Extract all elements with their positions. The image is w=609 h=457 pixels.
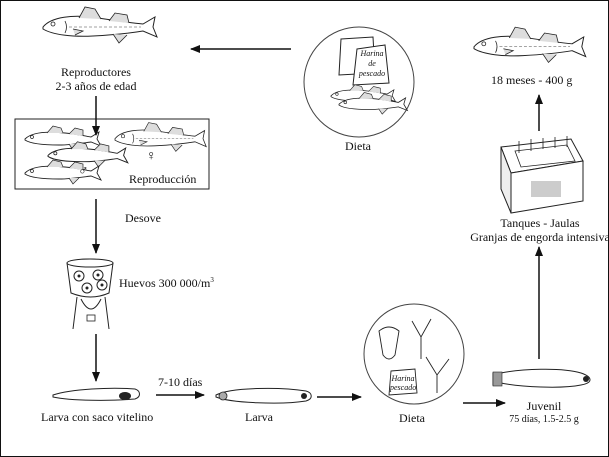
male-symbol: ♂: [78, 164, 89, 179]
bag-line-2: de: [368, 59, 376, 68]
diet-plankton-icon: [363, 303, 465, 405]
market-fish-icon: [473, 26, 587, 63]
bag-line-1: Harina: [360, 49, 384, 58]
juvenile-details: 75 días, 1.5-2.5 g: [509, 414, 579, 425]
days-label: 7-10 días: [158, 375, 203, 389]
tanks-subtitle: Granjas de engorda intensiva: [470, 230, 609, 244]
juvenile-title: Juvenil: [526, 399, 562, 413]
larva-label: Larva: [245, 410, 273, 424]
incubator-tank-icon: [66, 258, 114, 330]
adult-diet-bag-text: Harina de pescado: [357, 49, 387, 79]
bag-line-2: pescado: [390, 383, 417, 392]
larva-icon: [215, 387, 312, 404]
bag-line-1: Harina: [391, 374, 415, 383]
juvenile-label: Juvenil 75 días, 1.5-2.5 g: [489, 399, 599, 427]
diet-fishmeal-icon: [303, 26, 415, 138]
juvenile-fish-icon: [492, 368, 591, 388]
female-symbol: ♀: [146, 149, 157, 164]
eggs-unit-superscript: 3: [210, 276, 214, 284]
broodstock-age: 2-3 años de edad: [55, 79, 137, 93]
market-label: 18 meses - 400 g: [491, 73, 573, 87]
broodstock-title: Reproductores: [61, 65, 131, 79]
yolk-larva-label: Larva con saco vitelino: [41, 410, 154, 424]
broodstock-label: Reproductores 2-3 años de edad: [41, 65, 151, 93]
tanks-title: Tanques - Jaulas: [500, 216, 580, 230]
larval-diet-bag-text: Harina pescado: [390, 374, 416, 392]
eggs-density: Huevos 300 000/m: [119, 276, 211, 290]
adult-diet-label: Dieta: [345, 139, 371, 153]
yolk-sac-larva-icon: [52, 387, 140, 401]
bag-line-3: pescado: [358, 69, 386, 78]
tanks-label: Tanques - Jaulas Granjas de engorda inte…: [465, 216, 609, 244]
reproduction-label: Reproducción: [129, 172, 197, 186]
spawning-label: Desove: [125, 211, 161, 225]
cage-tank-icon: [500, 136, 584, 214]
eggs-label: Huevos 300 000/m3: [119, 273, 214, 290]
larval-diet-label: Dieta: [399, 411, 425, 425]
broodstock-fish-icon: [42, 6, 158, 44]
